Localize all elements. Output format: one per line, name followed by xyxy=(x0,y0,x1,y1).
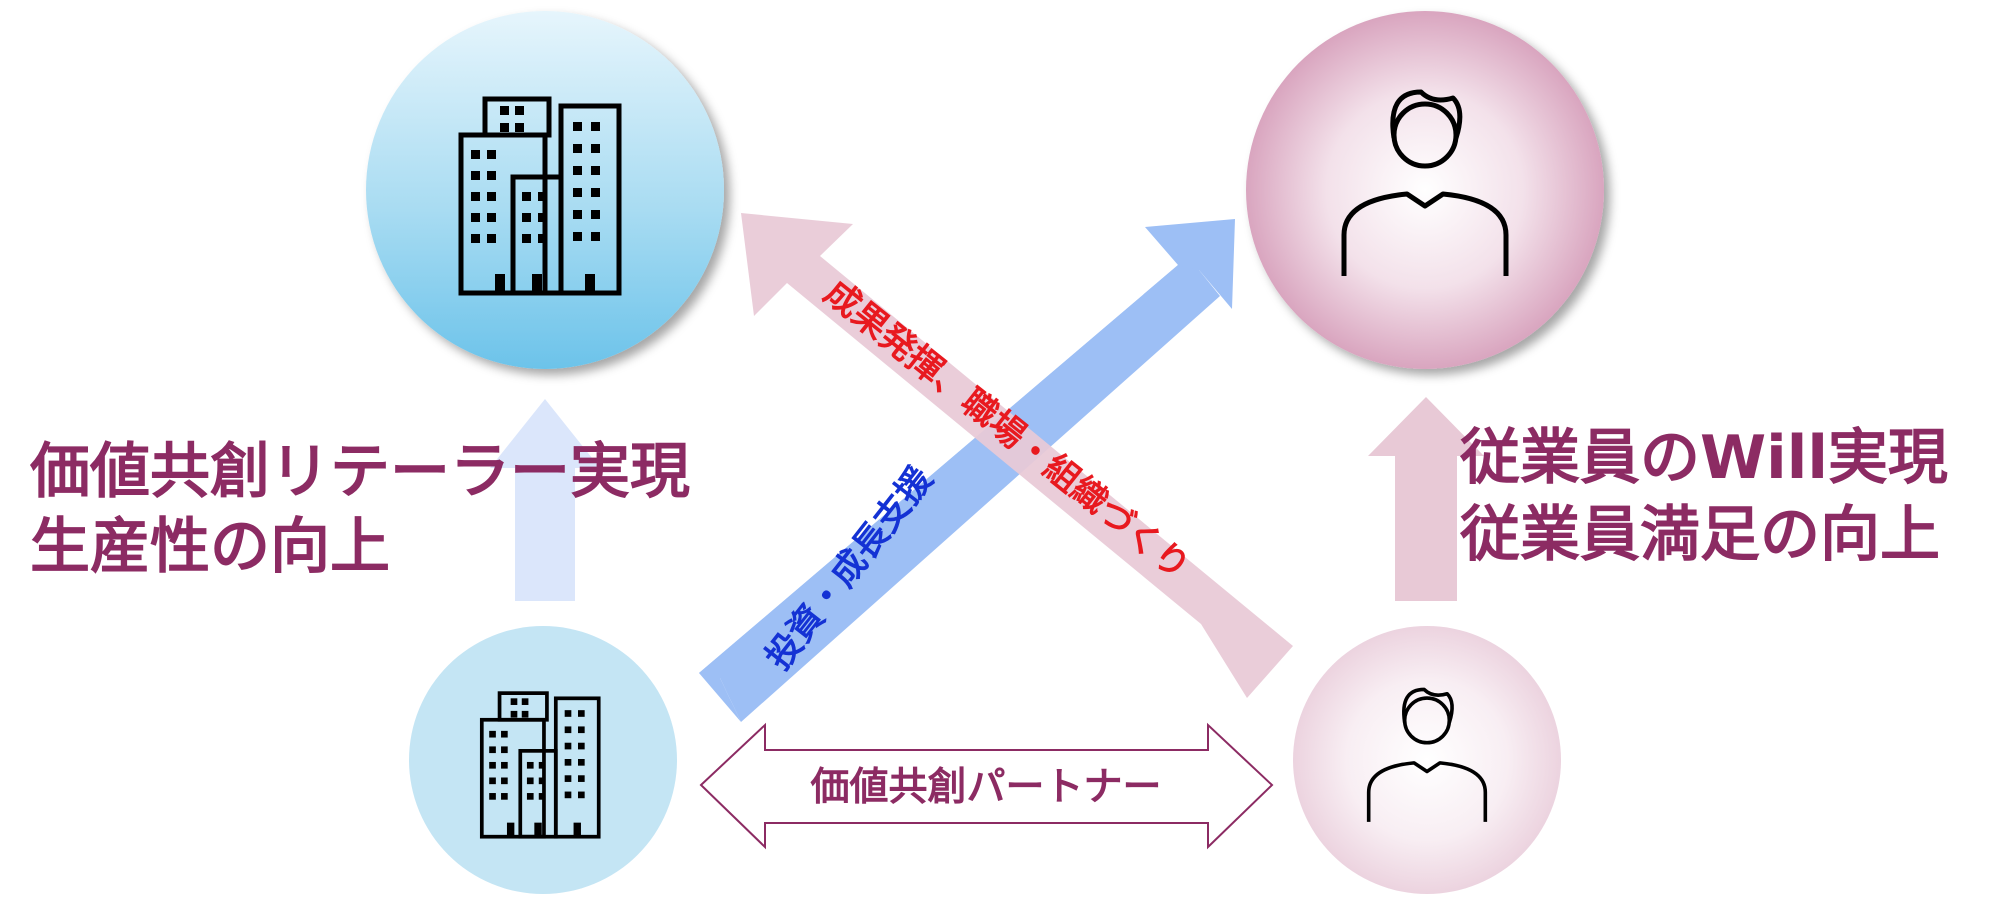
company-circle-bottom xyxy=(409,626,677,894)
partner-double-arrow xyxy=(699,722,1274,850)
blue-arrow-label: 投資・成長支援 xyxy=(759,459,942,677)
employee-circle-bottom xyxy=(1293,626,1561,894)
right-statement-line1: 従業員のWill実現 xyxy=(1459,423,1948,493)
blue-diagonal-arrow-body xyxy=(699,265,1220,722)
company-circle-top xyxy=(366,11,724,369)
up-arrow-right xyxy=(1368,397,1484,601)
left-statement-line2: 生産性の向上 xyxy=(30,512,390,582)
employee-circle-top xyxy=(1246,11,1604,369)
up-arrow-left xyxy=(490,399,600,601)
left-statement-line1: 価値共創リテーラー実現 xyxy=(29,437,690,507)
partner-label: 価値共創パートナー xyxy=(809,765,1161,810)
right-statement-line2: 従業員満足の向上 xyxy=(1459,500,1940,570)
pink-diagonal-arrow xyxy=(741,213,1293,698)
